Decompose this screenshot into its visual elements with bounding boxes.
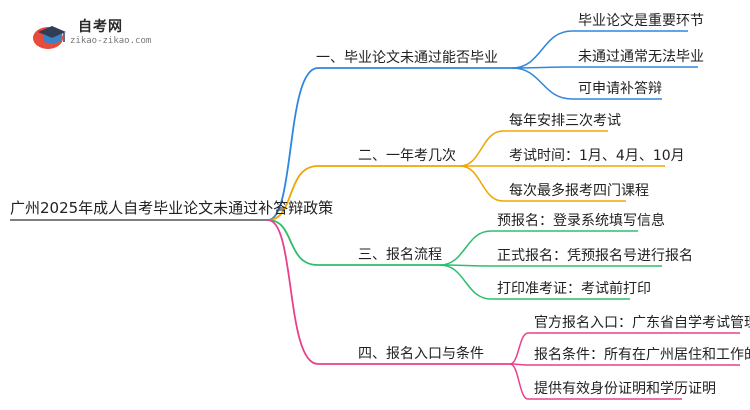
edge-branch-1-child-3 <box>511 67 573 100</box>
branch-3-label: 三、报名流程 <box>358 247 442 263</box>
edge-branch-3-child-3 <box>439 264 492 300</box>
logo-url: zikao-zikao.com <box>70 36 152 46</box>
branch-3-child-2: 正式报名：凭预报名号进行报名 <box>497 248 693 264</box>
edge-branch-2-child-3 <box>459 165 504 202</box>
edge-branch-2-child-1 <box>459 130 504 167</box>
branch-3-child-1: 预报名：登录系统填写信息 <box>497 213 665 229</box>
branch-4-child-2: 报名条件：所有在广州居住和工作的公民 <box>534 347 750 363</box>
graduation-cap-icon <box>33 26 66 49</box>
logo-title: 自考网 <box>78 19 123 35</box>
site-logo: 自考网 zikao-zikao.com <box>30 16 160 52</box>
edge-root-branch-3 <box>267 219 319 266</box>
edge-root-branch-4 <box>267 219 319 365</box>
branch-4-child-1: 官方报名入口：广东省自学考试管理系统 <box>534 315 750 331</box>
edge-root-branch-1 <box>267 67 319 221</box>
edge-branch-3-child-1 <box>439 230 492 266</box>
edge-branch-1-child-1 <box>511 30 573 69</box>
mindmap-root: 广州2025年成人自考毕业论文未通过补答辩政策 <box>10 199 334 217</box>
branch-4-child-3: 提供有效身份证明和学历证明 <box>534 381 716 397</box>
branch-2-child-2: 考试时间：1月、4月、10月 <box>509 148 685 164</box>
branch-3-child-3: 打印准考证：考试前打印 <box>497 281 651 297</box>
branch-1-child-2: 未通过通常无法毕业 <box>578 49 704 65</box>
branch-4-label: 四、报名入口与条件 <box>358 346 484 362</box>
branch-1-child-1: 毕业论文是重要环节 <box>578 13 704 29</box>
branch-1-label: 一、毕业论文未通过能否毕业 <box>316 50 498 66</box>
mindmap-edges <box>10 30 740 400</box>
branch-2-child-3: 每次最多报考四门课程 <box>509 183 649 199</box>
edge-branch-4-child-3 <box>509 363 529 400</box>
edge-branch-4-child-1 <box>509 332 529 365</box>
branch-2-label: 二、一年考几次 <box>358 148 456 164</box>
branch-1-child-3: 可申请补答辩 <box>578 81 662 97</box>
edge-root-branch-2 <box>267 165 319 221</box>
branch-2-child-1: 每年安排三次考试 <box>509 113 621 129</box>
